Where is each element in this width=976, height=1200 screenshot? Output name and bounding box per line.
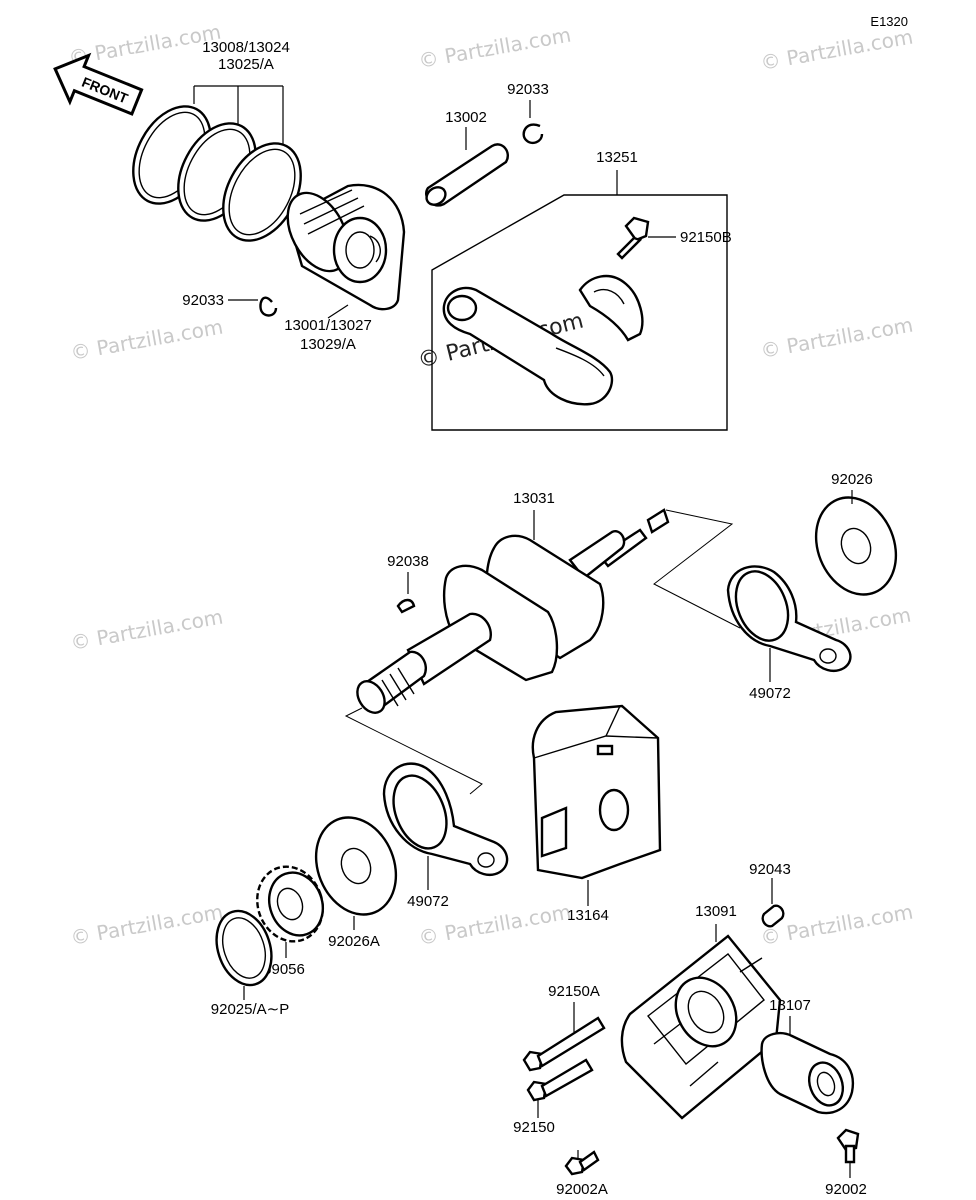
label-circlip-top: 92033 <box>507 81 549 98</box>
bolt-small-right <box>836 1128 860 1164</box>
circlip-top <box>522 123 544 145</box>
watermark: © Partzilla.com <box>759 312 915 362</box>
piston-rings <box>132 85 302 242</box>
watermark: © Partzilla.com <box>69 899 225 949</box>
piston <box>286 183 406 311</box>
crank-case-block <box>531 704 662 880</box>
label-gear: 59056 <box>263 961 305 978</box>
label-conrod: 13251 <box>596 149 638 166</box>
label-rod-right: 49072 <box>749 685 791 702</box>
label-piston-pin: 13002 <box>445 109 487 126</box>
alignment-line-right <box>653 509 741 629</box>
piston-pin <box>425 143 509 207</box>
thrust-washer-left <box>314 816 398 916</box>
label-washer-right: 92026 <box>831 471 873 488</box>
label-block: 13164 <box>567 907 609 924</box>
connecting-rod <box>442 274 644 406</box>
crank-gear <box>256 865 324 943</box>
label-bolt-small-left: 92002A <box>556 1181 608 1198</box>
label-cover: 13091 <box>695 903 737 920</box>
watermark: © Partzilla.com <box>759 899 915 949</box>
watermark: © Partzilla.com <box>417 22 573 72</box>
shim <box>215 909 273 987</box>
diagram-code: E1320 <box>870 14 908 29</box>
bolt-small-left <box>564 1150 600 1176</box>
alignment-line-left <box>344 707 483 795</box>
rod-left <box>382 762 509 876</box>
bearing-cover <box>620 934 782 1120</box>
bearing-holder <box>760 1032 855 1115</box>
label-rings-2: 13025/A <box>218 56 274 73</box>
label-bolt-short: 92150 <box>513 1119 555 1136</box>
label-bearing-holder: 13107 <box>769 997 811 1014</box>
label-washer-left: 92026A <box>328 933 380 950</box>
crankshaft <box>356 508 670 714</box>
watermark: © Partzilla.com <box>759 24 915 74</box>
dowel-pin <box>761 904 785 928</box>
label-bolt-small-right: 92002 <box>825 1181 867 1198</box>
label-rod-bolt: 92150B <box>680 229 732 246</box>
label-key: 92038 <box>387 553 429 570</box>
rod-right <box>726 565 852 672</box>
thrust-washer-right <box>814 496 898 596</box>
watermark: © Partzilla.com <box>67 19 223 69</box>
label-shim: 92025/A∼P <box>211 1001 289 1018</box>
label-circlip-left: 92033 <box>182 292 224 309</box>
label-rings-1: 13008/13024 <box>202 39 290 56</box>
label-piston-1: 13001/13027 <box>284 317 372 334</box>
watermark: © Partzilla.com <box>69 604 225 654</box>
circlip-left <box>259 296 278 317</box>
rod-bolt <box>616 216 650 260</box>
watermark: © Partzilla.com <box>69 314 225 364</box>
label-bolt-long: 92150A <box>548 983 600 1000</box>
bolt-short <box>526 1058 594 1102</box>
conrod-group-box <box>431 170 728 431</box>
label-rod-left: 49072 <box>407 893 449 910</box>
label-piston-2: 13029/A <box>300 336 356 353</box>
label-dowel-pin: 92043 <box>749 861 791 878</box>
label-crankshaft: 13031 <box>513 490 555 507</box>
bolt-long <box>522 1016 606 1072</box>
woodruff-key <box>396 598 416 614</box>
